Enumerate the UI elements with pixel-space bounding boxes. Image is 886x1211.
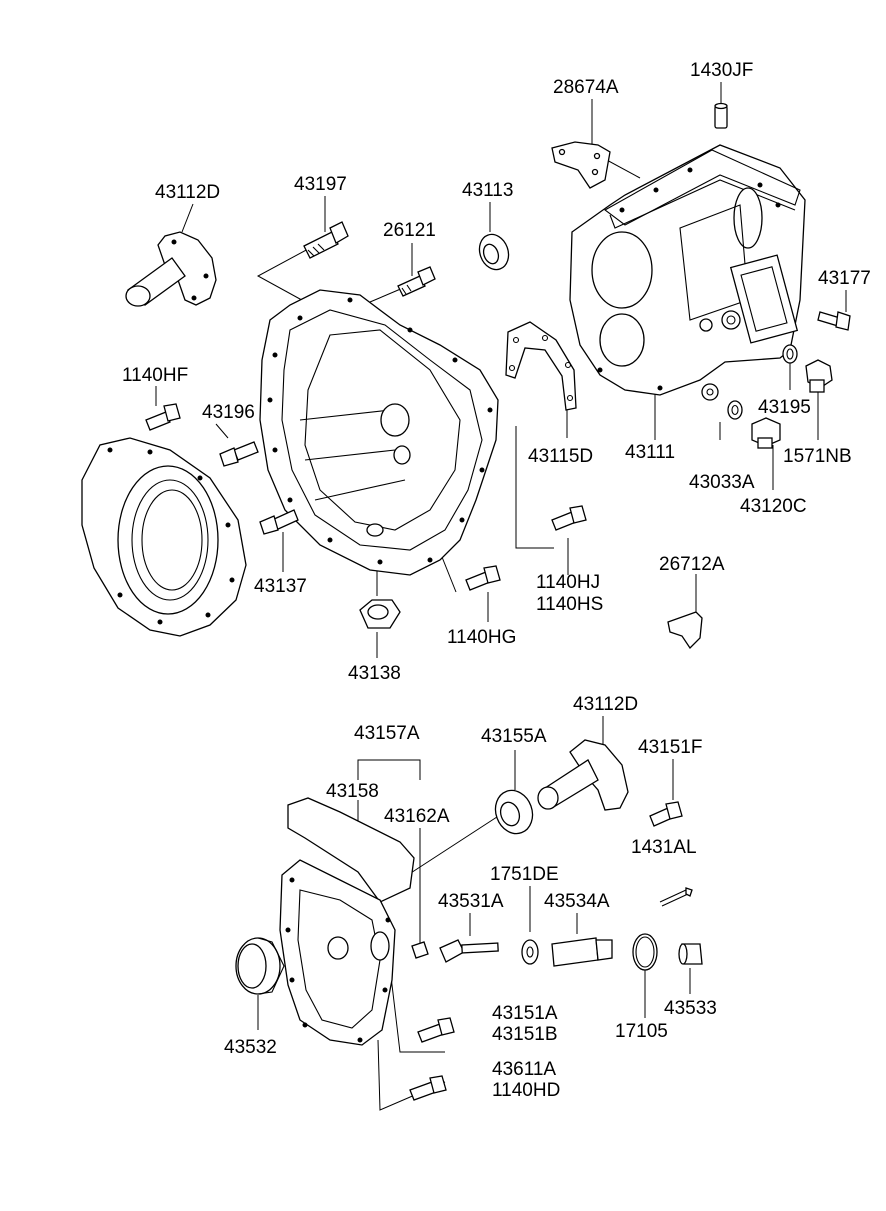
bolt-icon xyxy=(417,1017,455,1043)
label-43112D-top: 43112D xyxy=(155,182,220,203)
label-26121: 26121 xyxy=(383,220,436,241)
speedometer-sleeve-icon xyxy=(551,937,613,967)
label-43195: 43195 xyxy=(758,397,811,418)
label-1140HG: 1140HG xyxy=(447,627,516,648)
label-43151F: 43151F xyxy=(638,737,702,758)
oil-seal-icon xyxy=(478,233,510,271)
o-ring-icon xyxy=(632,933,658,971)
label-43137: 43137 xyxy=(254,576,307,597)
clip-icon xyxy=(667,611,703,650)
clutch-housing-icon xyxy=(259,289,499,576)
label-43115D: 43115D xyxy=(528,446,593,467)
bolt-icon xyxy=(409,1075,447,1101)
label-43157A: 43157A xyxy=(354,723,420,744)
cotter-pin-icon xyxy=(659,887,693,907)
drain-plug-icon xyxy=(805,359,833,393)
label-43534A: 43534A xyxy=(544,891,610,912)
label-1571NB: 1571NB xyxy=(783,446,852,467)
label-1751DE: 1751DE xyxy=(490,864,559,885)
oil-seal-icon xyxy=(494,789,534,835)
label-17105: 17105 xyxy=(615,1021,668,1042)
label-43611A: 43611A xyxy=(492,1059,556,1080)
label-43113: 43113 xyxy=(462,180,513,201)
label-43112D-bottom: 43112D xyxy=(573,694,638,715)
transmission-case-icon xyxy=(569,144,806,401)
label-1140HJ: 1140HJ xyxy=(536,572,600,593)
label-26712A: 26712A xyxy=(659,554,725,575)
label-43177: 43177 xyxy=(818,268,871,289)
drain-plug-icon xyxy=(751,417,781,449)
gasket-icon xyxy=(505,321,577,411)
label-43533: 43533 xyxy=(664,998,717,1019)
label-43197: 43197 xyxy=(294,174,347,195)
bracket-icon xyxy=(551,141,611,189)
label-43033A: 43033A xyxy=(689,472,755,493)
label-43111: 43111 xyxy=(625,442,675,463)
label-43151B: 43151B xyxy=(492,1024,558,1045)
bolt-icon xyxy=(303,221,349,259)
label-28674A: 28674A xyxy=(553,77,619,98)
label-1431AL: 1431AL xyxy=(631,837,697,858)
gasket-icon xyxy=(727,400,743,420)
label-1140HD: 1140HD xyxy=(492,1080,560,1101)
part-labels: 43112D 43197 26121 43113 28674A 1430JF 4… xyxy=(122,60,871,1101)
bolt-icon xyxy=(817,311,851,331)
label-43196: 43196 xyxy=(202,402,255,423)
bolt-icon xyxy=(145,403,181,431)
label-1430JF: 1430JF xyxy=(690,60,753,81)
label-43138: 43138 xyxy=(348,663,401,684)
label-43151A: 43151A xyxy=(492,1003,558,1024)
speedometer-sleeve-icon xyxy=(411,941,429,959)
oil-seal-icon xyxy=(235,937,285,995)
bolt-icon xyxy=(219,441,259,467)
gasket-icon xyxy=(521,939,539,965)
extension-housing-icon xyxy=(279,797,415,1046)
bearing-retainer-icon xyxy=(125,231,217,307)
gasket-icon xyxy=(782,344,798,364)
label-1140HS: 1140HS xyxy=(536,594,603,615)
clutch-cover-icon xyxy=(81,437,247,637)
bolt-icon xyxy=(465,565,501,591)
bushing-icon xyxy=(678,943,703,965)
bushing-icon xyxy=(359,599,401,629)
bolt-icon xyxy=(649,801,683,827)
bearing-retainer-icon xyxy=(537,739,629,811)
label-43532: 43532 xyxy=(224,1037,277,1058)
label-1140HF: 1140HF xyxy=(122,365,188,386)
bolt-icon xyxy=(259,509,299,535)
dowel-pin-icon xyxy=(714,102,728,129)
bolt-icon xyxy=(551,505,587,531)
label-43155A: 43155A xyxy=(481,726,547,747)
label-43158: 43158 xyxy=(326,781,379,802)
label-43120C: 43120C xyxy=(740,496,807,517)
bolt-icon xyxy=(397,266,436,297)
label-43531A: 43531A xyxy=(438,891,504,912)
speedometer-gear-icon xyxy=(439,939,499,963)
label-43162A: 43162A xyxy=(384,806,450,827)
